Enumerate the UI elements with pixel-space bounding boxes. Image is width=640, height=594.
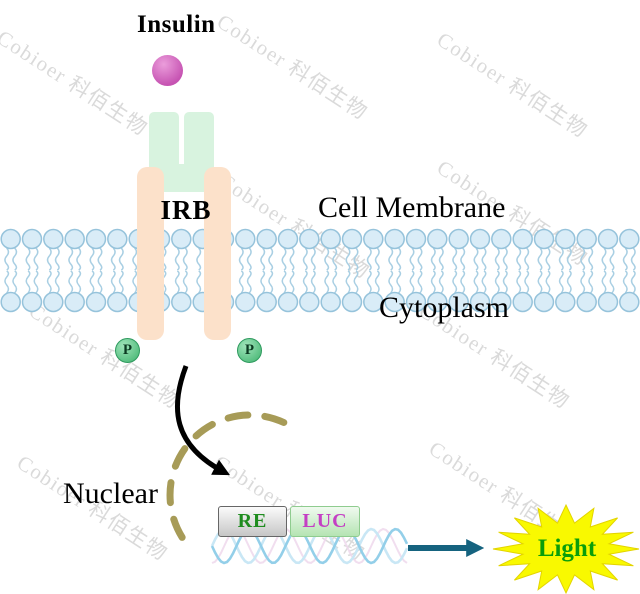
irb-receptor-label: IRB — [160, 195, 212, 225]
phosphorylation-site-right: P — [237, 338, 262, 363]
receptor-beta-subunit-left — [137, 167, 164, 340]
lipid-heads — [0, 228, 640, 313]
receptor-beta-subunit-right — [204, 167, 231, 340]
nuclear-label: Nuclear — [63, 477, 158, 510]
cytoplasm-label: Cytoplasm — [379, 291, 510, 324]
watermark-text: Cobioer 科佰生物 — [432, 27, 593, 143]
cell-membrane-bilayer — [0, 228, 640, 313]
insulin-ligand-ball — [152, 55, 183, 86]
watermark-text: Cobioer 科佰生物 — [212, 9, 373, 125]
response-element-box: RE — [218, 506, 287, 537]
insulin-label: Insulin — [137, 11, 216, 38]
cell-membrane-label: Cell Membrane — [318, 191, 506, 224]
phosphorylation-site-left: P — [115, 338, 140, 363]
lipid-tails — [4, 247, 636, 294]
luciferase-reporter-box: LUC — [290, 506, 360, 537]
light-output-label: Light — [537, 535, 597, 562]
watermark-text: Cobioer 科佰生物 — [0, 25, 153, 141]
